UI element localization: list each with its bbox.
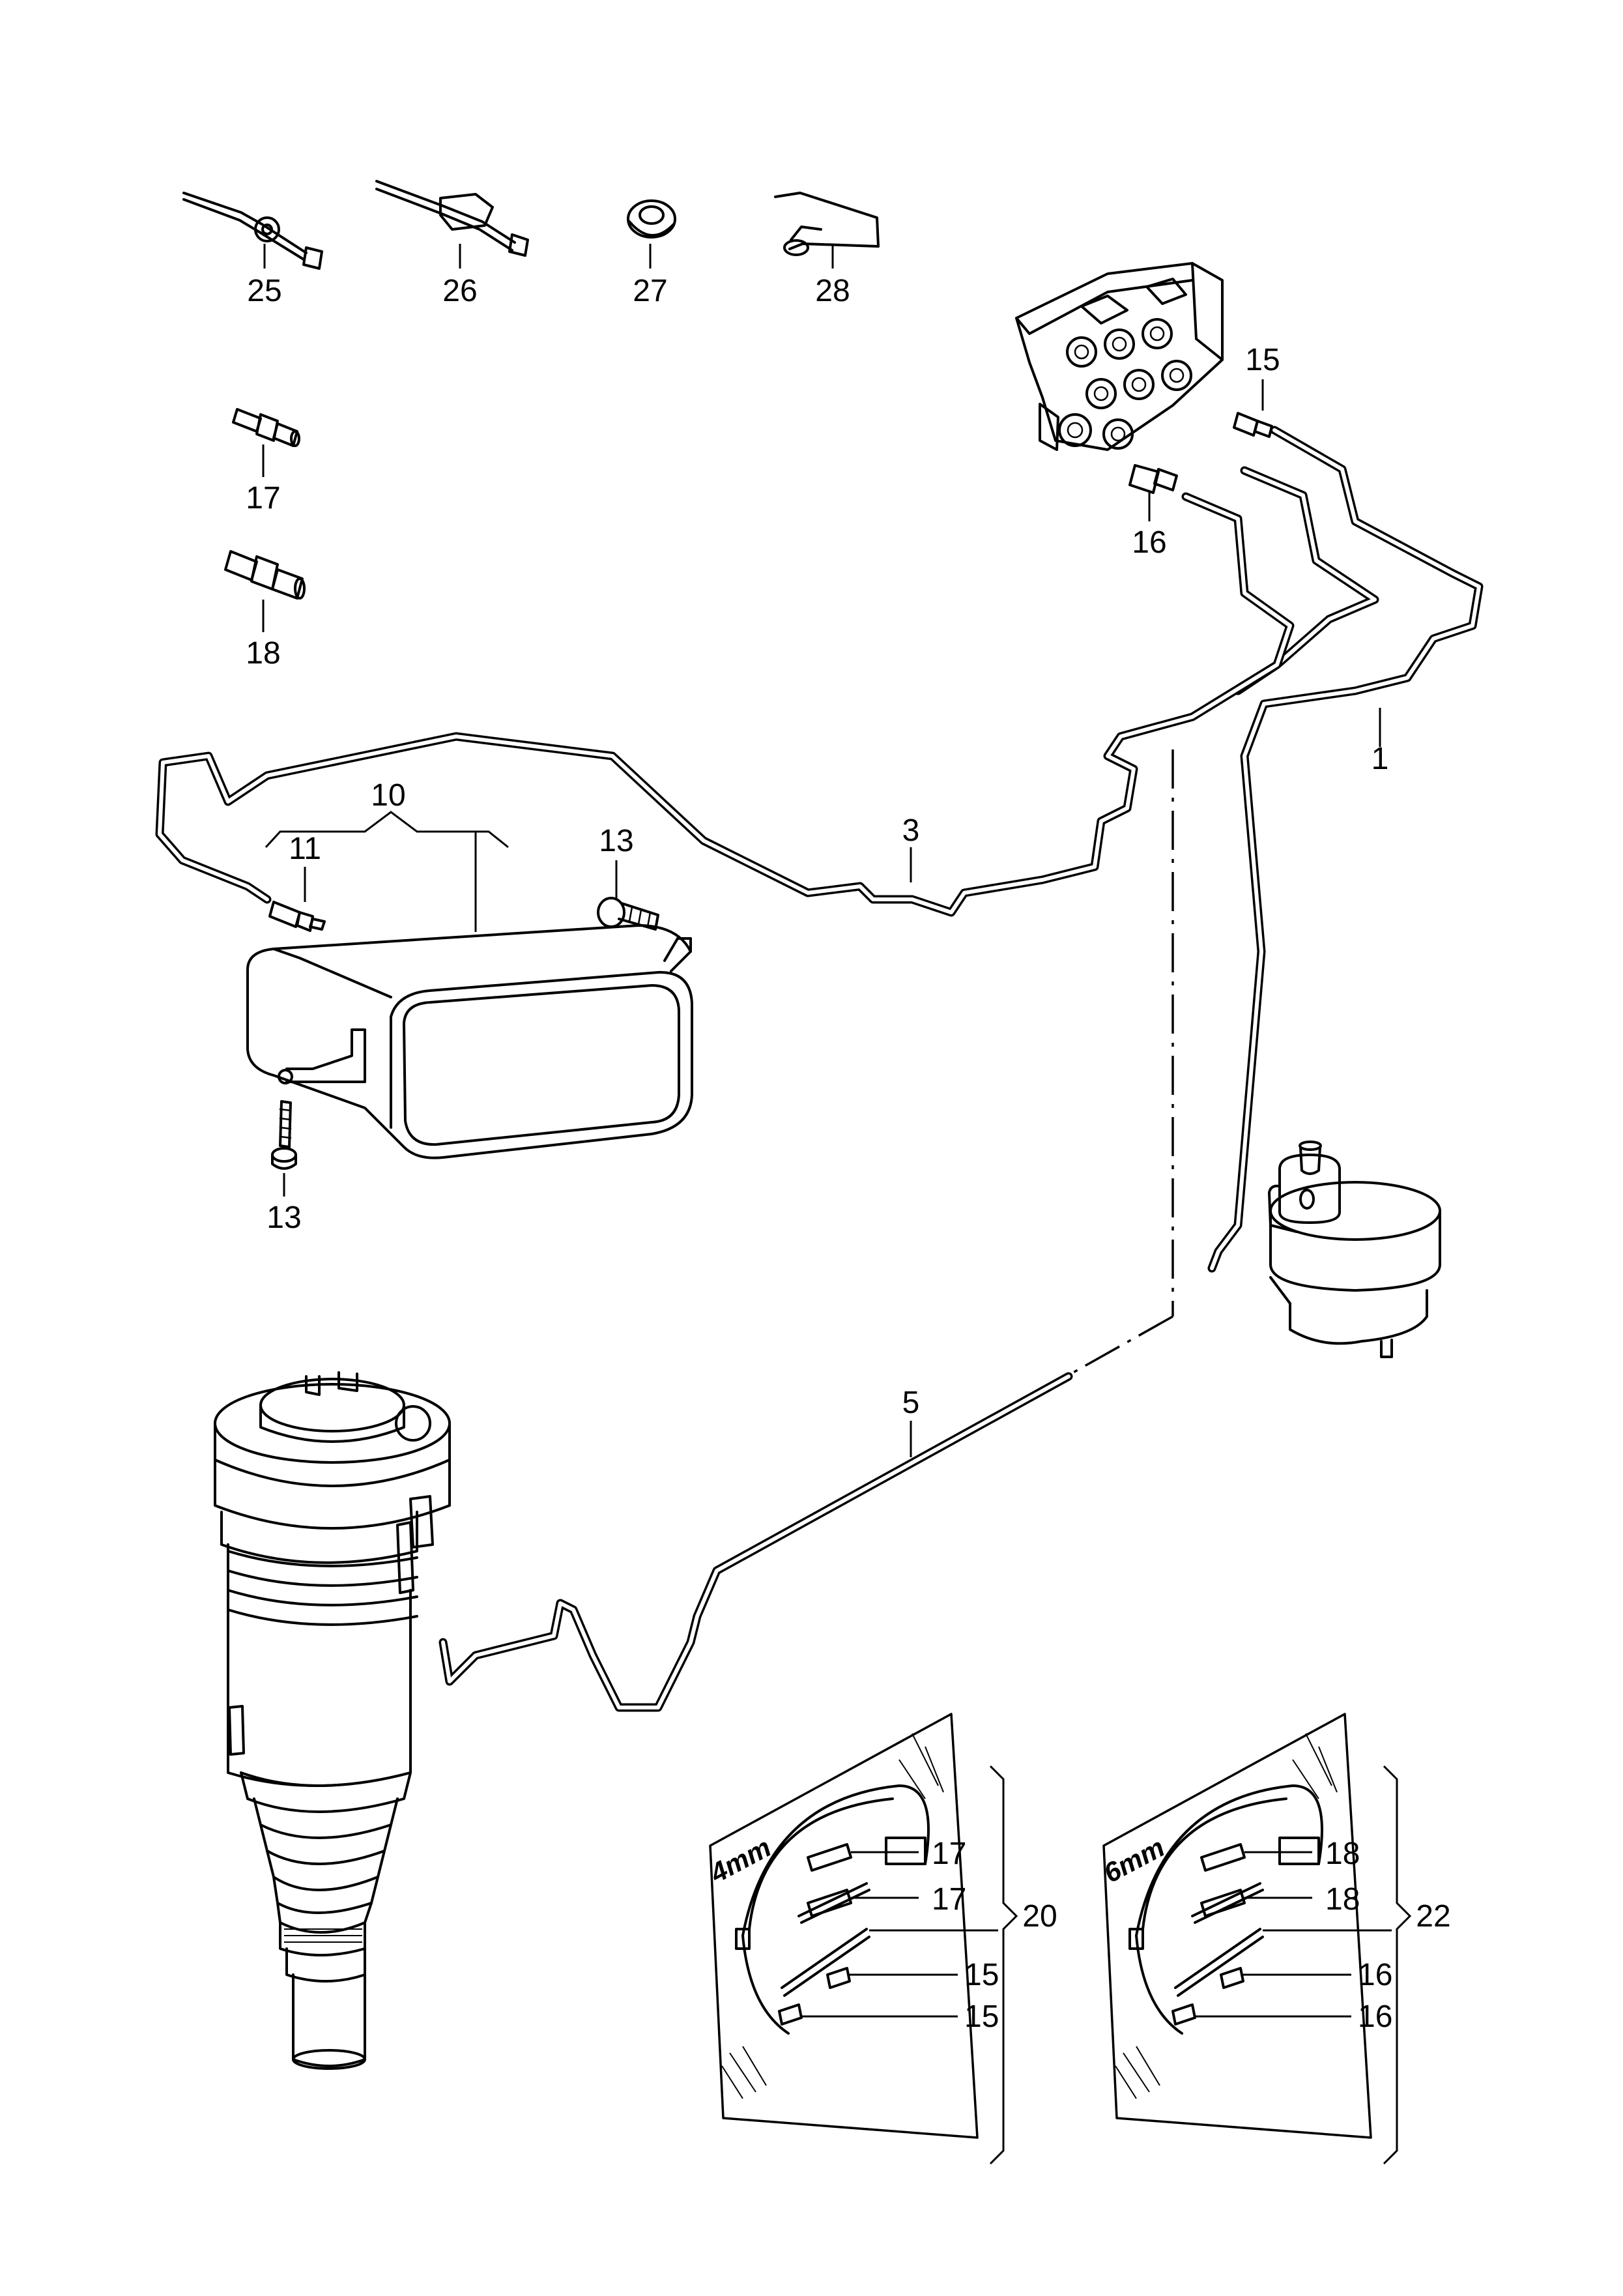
callout-13-top: 13 — [599, 824, 633, 858]
air-line-5 — [438, 1372, 1073, 1712]
kit-6mm-item-4: 16 — [1358, 1999, 1392, 2034]
callout-27: 27 — [633, 274, 667, 308]
callout-28: 28 — [815, 274, 850, 308]
bracket-28 — [774, 192, 880, 256]
callout-26: 26 — [442, 274, 477, 308]
kit-6mm-item-3: 16 — [1358, 1958, 1392, 1992]
solenoid-valve-block — [1015, 262, 1224, 451]
pressure-reservoir-10 — [246, 924, 693, 1159]
kit-4mm-item-2: 17 — [932, 1882, 966, 1917]
air-line-1 — [1207, 426, 1484, 1273]
kit-4mm-item-4: 15 — [964, 1999, 999, 2034]
kit-6mm-size-label: 6mm — [1099, 1831, 1170, 1889]
callout-13-bottom: 13 — [266, 1200, 301, 1235]
callout-15: 15 — [1245, 343, 1280, 377]
air-line-3 — [155, 492, 1295, 917]
separation-line-2 — [1068, 1315, 1173, 1376]
union-17 — [232, 408, 300, 447]
grommet-27 — [627, 199, 676, 239]
pressure-accumulator — [1268, 1141, 1441, 1358]
repair-kit-4mm: 4mm — [704, 1713, 979, 2139]
callout-1: 1 — [1372, 742, 1389, 776]
fitting-15 — [1233, 412, 1273, 438]
bolt-13-bottom — [271, 1100, 297, 1170]
kit-4mm-leaders — [801, 1765, 1018, 2165]
callout-16: 16 — [1132, 525, 1166, 560]
kit-4mm-item-1: 17 — [932, 1837, 966, 1871]
cable-tie-25 — [182, 192, 323, 270]
union-18 — [224, 550, 306, 600]
callout-18: 18 — [246, 636, 280, 671]
fitting-11 — [268, 901, 326, 932]
callout-17: 17 — [246, 481, 280, 516]
bolt-13-top — [597, 897, 659, 931]
bracket-10 — [265, 811, 509, 932]
kit-6mm-item-1: 18 — [1325, 1837, 1360, 1871]
fitting-16 — [1128, 464, 1178, 494]
kit-4mm-size-label: 4mm — [704, 1831, 776, 1889]
repair-kit-6mm: 6mm — [1099, 1713, 1372, 2139]
callout-5: 5 — [902, 1386, 920, 1420]
air-strut — [214, 1371, 451, 2070]
callout-11: 11 — [289, 832, 321, 866]
callout-10: 10 — [371, 778, 405, 813]
kit-4mm-item-3: 15 — [964, 1958, 999, 1992]
cable-tie-26 — [375, 180, 529, 257]
kit-6mm-leaders — [1195, 1765, 1412, 2165]
kit-6mm-number: 22 — [1416, 1899, 1450, 1934]
kit-4mm-number: 20 — [1022, 1899, 1057, 1934]
kit-6mm-item-2: 18 — [1325, 1882, 1360, 1917]
callout-3: 3 — [902, 813, 920, 848]
callout-25: 25 — [247, 274, 281, 308]
